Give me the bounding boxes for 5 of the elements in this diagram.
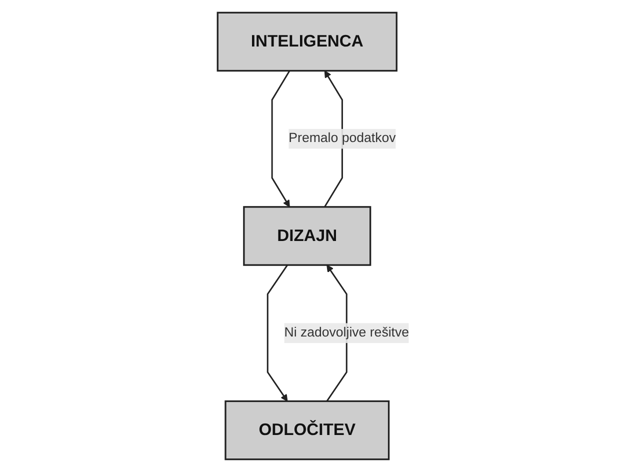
box-label: DIZAJN [276,225,337,247]
box-label: INTELIGENCA [250,31,364,52]
box-label: ODLOČITEV [258,419,356,441]
edge-label: Ni zadovoljive rešitve [284,322,409,343]
edge-label: Premalo podatkov [288,128,396,148]
